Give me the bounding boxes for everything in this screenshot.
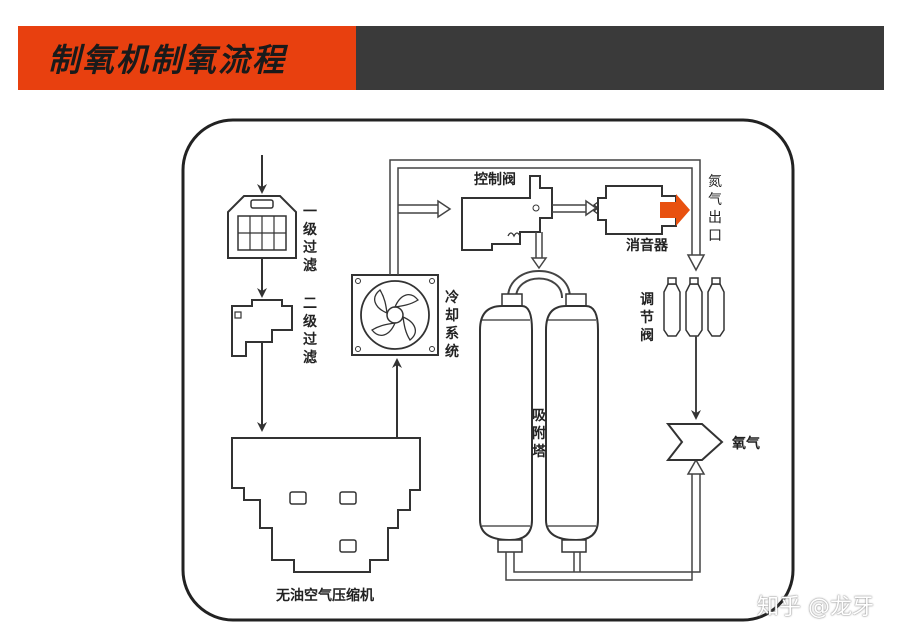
- svg-text:阀: 阀: [640, 327, 654, 344]
- adsorption-tower-right: [545, 293, 599, 542]
- oxygen-label: 氧气: [731, 435, 760, 452]
- svg-text:级: 级: [303, 313, 318, 330]
- svg-text:统: 统: [445, 343, 459, 360]
- regulator-label: 调 节 阀: [640, 292, 654, 344]
- cooling-fan-icon: [351, 274, 439, 356]
- svg-text:级: 级: [303, 221, 318, 238]
- svg-text:冷: 冷: [445, 289, 459, 306]
- secondary-filter: [231, 299, 293, 357]
- filter2-label: 二 级 过 滤: [303, 296, 318, 366]
- svg-text:口: 口: [708, 228, 722, 244]
- svg-text:滤: 滤: [303, 257, 317, 274]
- svg-text:附: 附: [532, 425, 546, 442]
- air-pipe: [389, 159, 701, 275]
- svg-text:系: 系: [445, 325, 459, 342]
- adsorption-tower-label: 吸 附 塔: [532, 408, 547, 460]
- regulating-valves: [663, 277, 725, 337]
- nitrogen-outlet-label: 氮 气 出 口: [708, 174, 722, 244]
- oil-free-air-compressor: [231, 437, 421, 573]
- svg-text:出: 出: [708, 210, 722, 226]
- svg-text:却: 却: [445, 307, 459, 324]
- primary-filter: [227, 195, 297, 259]
- svg-text:一: 一: [303, 204, 317, 220]
- control-valve-label: 控制阀: [474, 171, 516, 188]
- svg-text:二: 二: [303, 296, 317, 312]
- svg-text:过: 过: [303, 239, 317, 256]
- svg-text:过: 过: [303, 331, 317, 348]
- svg-text:节: 节: [640, 309, 654, 326]
- diagram-frame: [181, 118, 795, 622]
- adsorption-tower-left: [479, 293, 533, 542]
- header-title-box: 制氧机制氧流程: [18, 26, 356, 90]
- watermark: 知乎 @龙牙: [757, 595, 874, 620]
- silencer-label: 消音器: [626, 237, 669, 254]
- svg-text:氮: 氮: [708, 174, 722, 190]
- header-banner: 制氧机制氧流程: [18, 26, 884, 90]
- cooling-label: 冷 却 系 统: [445, 289, 459, 360]
- svg-text:滤: 滤: [303, 349, 317, 366]
- svg-text:塔: 塔: [532, 443, 547, 460]
- page-title: 制氧机制氧流程: [48, 41, 287, 79]
- oxygen-output-arrow: [665, 423, 724, 461]
- nitrogen-exhaust-arrow: [660, 194, 690, 226]
- svg-text:吸: 吸: [532, 408, 547, 424]
- filter1-label: 一 级 过 滤: [303, 204, 318, 274]
- compressor-label: 无油空气压缩机: [275, 587, 374, 604]
- svg-text:调: 调: [640, 292, 654, 308]
- svg-text:气: 气: [708, 192, 722, 208]
- control-valve: [461, 175, 553, 251]
